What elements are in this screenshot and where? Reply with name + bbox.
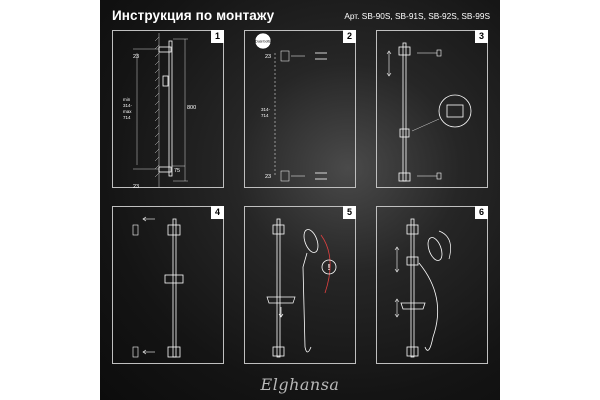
step-2-drawing: Dual bolts 23 23 314- 714 — [254, 32, 327, 182]
warning-icon — [321, 259, 337, 275]
drill-guides — [274, 50, 305, 182]
brand-logo: Elghansa — [260, 375, 340, 394]
dim-range-b: 714 — [261, 113, 269, 118]
step-5-drawing: ! — [266, 218, 337, 358]
dim-range-a: 314- — [123, 103, 133, 108]
screws — [315, 52, 327, 180]
page-title: Инструкция по монтажу — [112, 8, 275, 23]
dim-range-min: min — [123, 97, 131, 102]
shower-rail — [158, 40, 173, 177]
rotation-arrow — [438, 230, 451, 260]
shower-rail — [272, 218, 285, 358]
dual-bolts-badge: Dual bolts — [254, 32, 272, 50]
instruction-sheet: Инструкция по монтажу Арт. SB-90S, SB-91… — [100, 0, 500, 400]
dim-range-c: 714 — [123, 115, 131, 120]
step-panel-3: 3 — [376, 30, 488, 188]
step-6-drawing — [394, 218, 451, 358]
screws — [417, 49, 442, 180]
warning-mark: ! — [328, 263, 331, 272]
article-numbers: Арт. SB-90S, SB-91S, SB-92S, SB-99S — [344, 11, 490, 21]
step-panel-2: 2 Dual bolts 23 23 314- 714 — [244, 30, 356, 188]
dim-top-offset: 23 — [133, 54, 139, 60]
shower-rail — [400, 218, 426, 358]
badge-text: Dual bolts — [255, 40, 271, 44]
hand-shower — [302, 229, 319, 353]
dim-range-b: max — [123, 109, 132, 114]
adjust-arrows — [394, 246, 400, 318]
step-panel-6: 6 — [376, 206, 488, 364]
brackets — [132, 216, 155, 358]
step-panel-4: 4 — [112, 206, 224, 364]
holder-detail-zoom — [411, 94, 472, 132]
dim-range-a: 314- — [261, 107, 271, 112]
dim-bottom-offset: 23 — [133, 184, 139, 190]
step-panel-1: 1 — [112, 30, 224, 190]
step-number: 6 — [475, 206, 488, 219]
shower-rail — [398, 42, 411, 182]
dim-bottom-offset: 23 — [265, 174, 271, 180]
step-1-drawing: 23 23 800 75 min 314- max 714 — [123, 33, 196, 190]
adjust-arrow — [386, 50, 392, 77]
soap-dish — [266, 296, 296, 318]
dim-top-offset: 23 — [265, 54, 271, 60]
step-4-drawing — [132, 216, 184, 358]
shower-rail — [164, 218, 184, 358]
header: Инструкция по монтажу Арт. SB-90S, SB-91… — [100, 0, 500, 30]
step-number: 1 — [211, 30, 224, 43]
dim-side: 75 — [174, 168, 180, 174]
step-number: 5 — [343, 206, 356, 219]
hand-shower — [418, 237, 443, 351]
step-panel-5: 5 ! — [244, 206, 356, 364]
step-number: 3 — [475, 30, 488, 43]
step-number: 4 — [211, 206, 224, 219]
step-number: 2 — [343, 30, 356, 43]
step-3-drawing — [386, 42, 472, 182]
wall-hatching — [154, 33, 160, 187]
dimension-lines — [133, 38, 188, 182]
dim-length: 800 — [187, 105, 196, 111]
rotation-arrow — [320, 234, 331, 294]
